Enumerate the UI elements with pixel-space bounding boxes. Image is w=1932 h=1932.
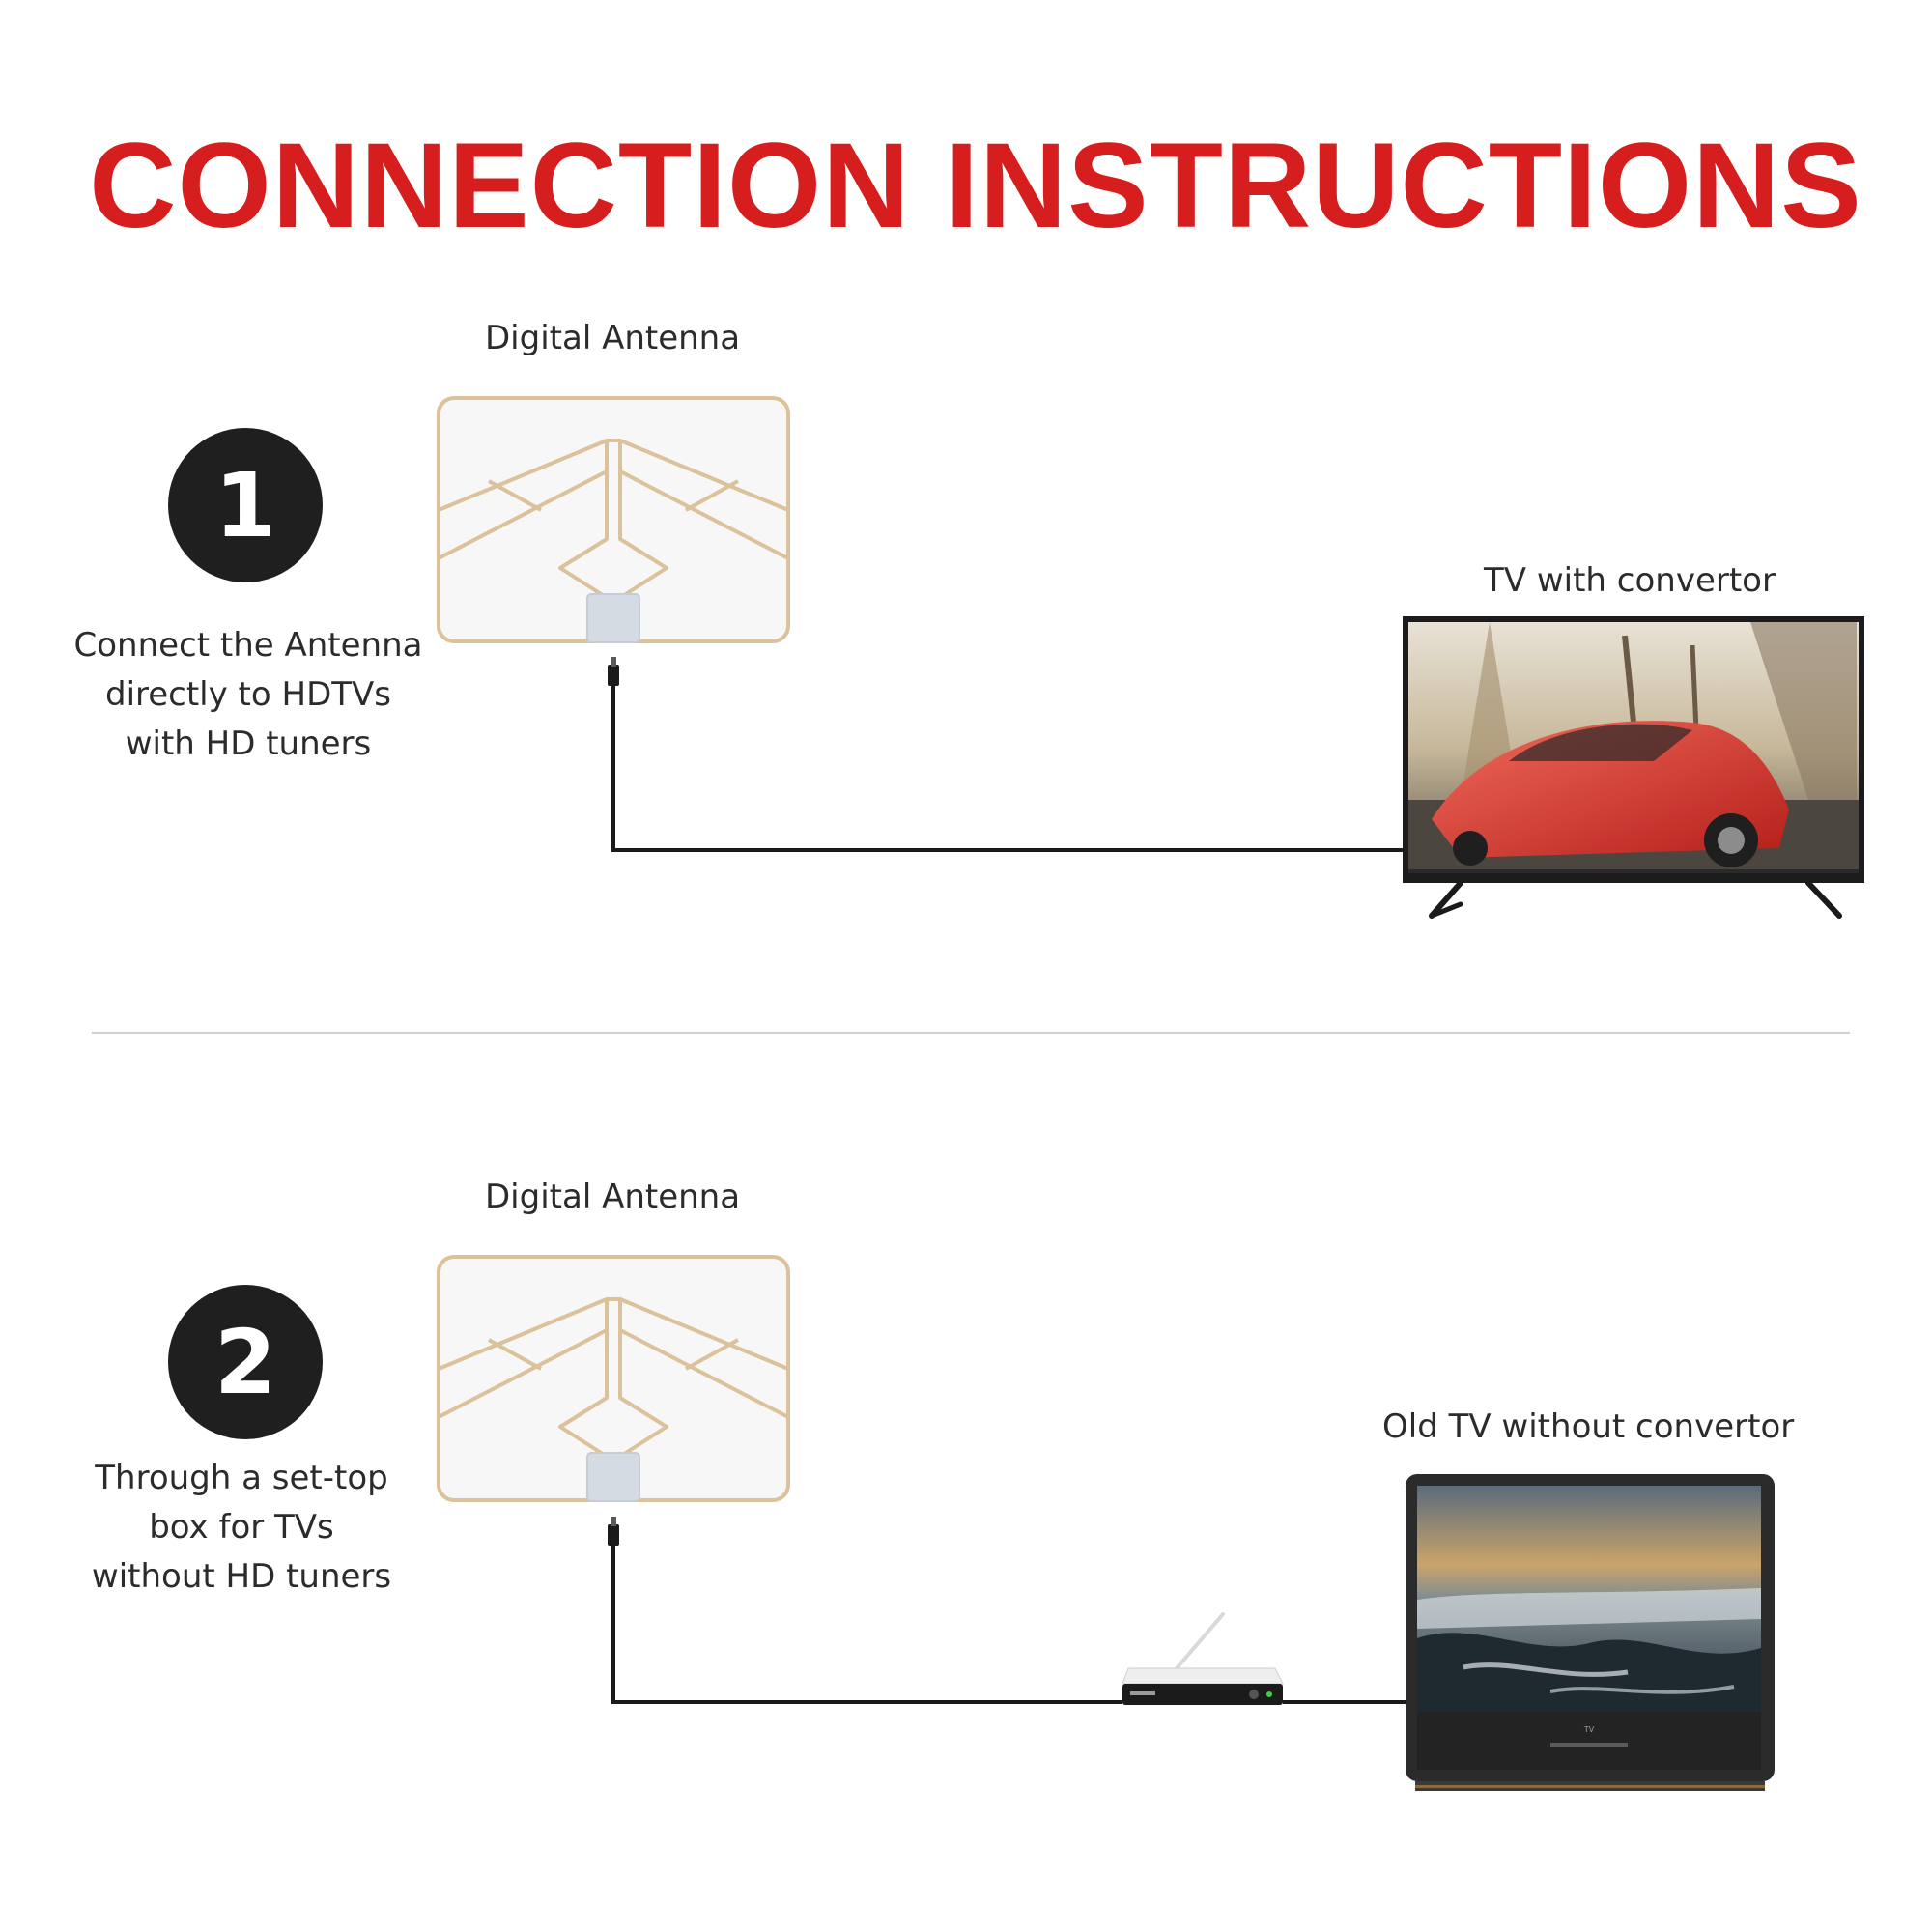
step-description-2: Through a set-top box for TVs without HD… (39, 1454, 444, 1602)
antenna-label-2: Digital Antenna (485, 1178, 741, 1216)
step-description-line: directly to HDTVs (104, 675, 391, 714)
old-tv: TV (1406, 1474, 1775, 1791)
digital-antenna-1 (437, 396, 790, 643)
step-description-line: without HD tuners (91, 1557, 392, 1596)
step-description-line: Through a set-top (95, 1459, 388, 1497)
tv-label-1: TV with convertor (1484, 561, 1776, 600)
tv-label-2: Old TV without convertor (1382, 1407, 1795, 1446)
antenna-label-1: Digital Antenna (485, 319, 741, 357)
step-number-2: 2 (168, 1285, 323, 1439)
set-top-box (1122, 1612, 1284, 1705)
coax-connector-1 (608, 665, 619, 686)
coax-connector-2 (608, 1524, 619, 1546)
section-divider (92, 1032, 1850, 1034)
step-description-1: Connect the Antenna directly to HDTVs wi… (45, 621, 451, 769)
modern-tv (1403, 616, 1864, 919)
step-description-line: box for TVs (149, 1508, 334, 1547)
step-description-line: with HD tuners (125, 724, 372, 763)
cable-antenna-to-set-top-box (611, 1536, 1122, 1704)
page-title: CONNECTION INSTRUCTIONS (89, 119, 1862, 253)
svg-text:TV: TV (1583, 1725, 1595, 1734)
cable-antenna-to-tv (611, 676, 1403, 852)
step-number-1: 1 (168, 428, 323, 582)
digital-antenna-2 (437, 1255, 790, 1502)
step-description-line: Connect the Antenna (73, 626, 423, 665)
